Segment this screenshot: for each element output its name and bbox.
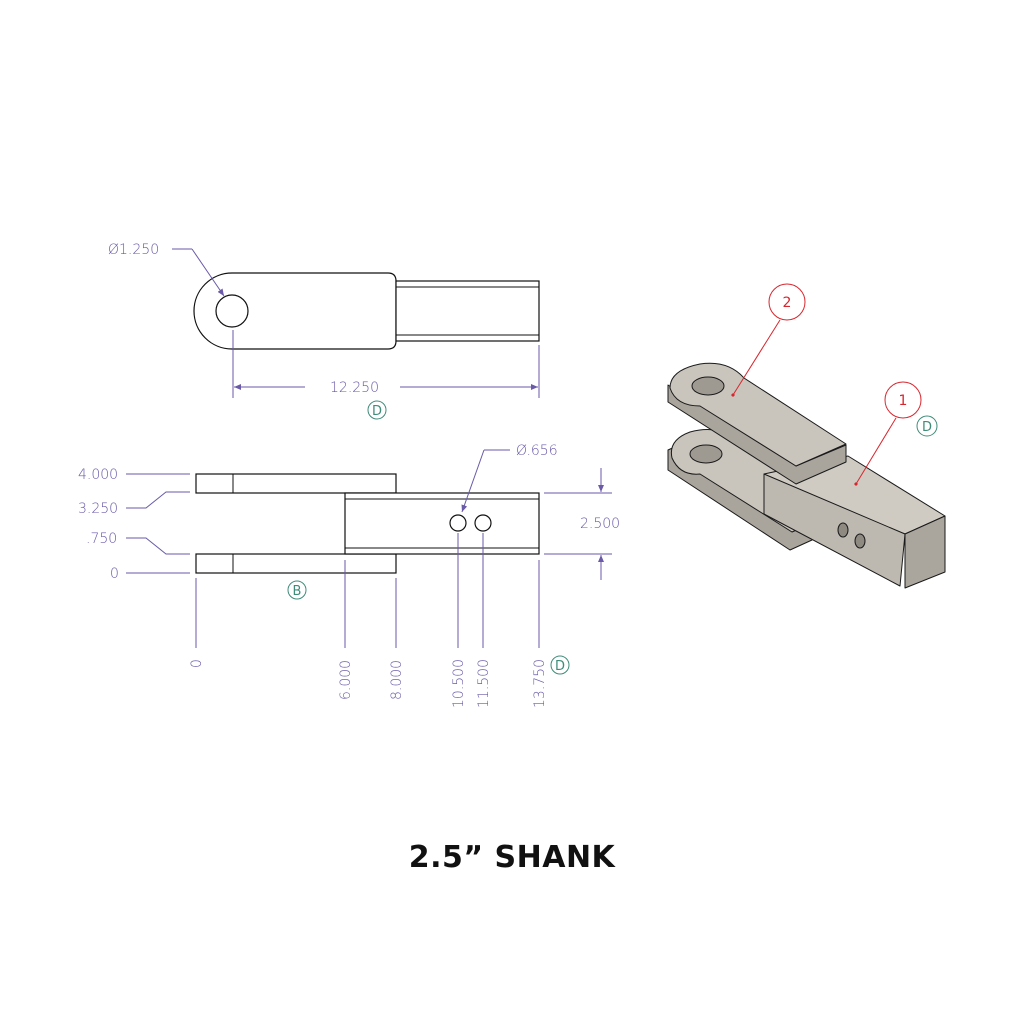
iso-receiver-left — [763, 473, 906, 587]
top-length-label: 12.250 — [330, 380, 379, 396]
datum-d-top — [367, 400, 387, 420]
datum-d-iso — [916, 415, 938, 437]
datum-b-label: B — [293, 584, 302, 599]
side-hole-2 — [474, 514, 492, 532]
bottom-dim-0: 0 — [189, 659, 205, 668]
side-hole-1 — [449, 514, 467, 532]
drawing-title: 2.5” SHANK — [408, 840, 616, 875]
left-dim-0750: .750 — [86, 531, 117, 547]
left-dim-4000: 4.000 — [78, 467, 118, 483]
top-view-receiver — [395, 280, 540, 342]
iso-upper-tab-hole — [691, 376, 725, 396]
top-view: Ø1.250 12.250 D — [108, 242, 540, 420]
bottom-dim-6000: 6.000 — [338, 660, 354, 700]
balloon-2-label: 2 — [783, 295, 792, 311]
bottom-dim-10500: 10.500 — [451, 659, 467, 708]
iso-receiver-hole-2 — [854, 533, 866, 549]
datum-d-side — [550, 655, 570, 675]
top-hole-dia-label: Ø1.250 — [108, 242, 159, 258]
side-hole-dia-label: Ø.656 — [516, 443, 558, 459]
top-view-pin-hole — [215, 294, 249, 328]
balloon-1: 1 — [854, 381, 922, 486]
iso-view — [667, 362, 946, 589]
bottom-dim-8000: 8.000 — [389, 660, 405, 700]
bottom-dim-11500: 11.500 — [476, 659, 492, 708]
balloon-1-label: 1 — [899, 393, 908, 409]
side-receiver — [344, 492, 540, 555]
iso-receiver-end — [904, 515, 946, 589]
side-upper-tab — [195, 473, 397, 494]
datum-b — [287, 580, 307, 600]
top-view-tab — [193, 272, 397, 350]
balloon-2: 2 — [731, 283, 806, 397]
side-height-label: 2.500 — [580, 516, 620, 532]
side-view: 4.000 3.250 .750 0 Ø.656 2.500 B 0 6.000… — [78, 443, 620, 708]
datum-d-top-label: D — [372, 404, 382, 419]
datum-d-side-label: D — [555, 659, 565, 674]
left-dim-3250: 3.250 — [78, 501, 118, 517]
bottom-dim-13750: 13.750 — [532, 659, 548, 708]
iso-lower-tab-hole — [689, 444, 723, 464]
datum-d-iso-label: D — [922, 420, 932, 435]
iso-receiver-hole-1 — [837, 522, 849, 538]
side-lower-tab — [195, 553, 397, 574]
left-dim-0: 0 — [110, 566, 119, 582]
